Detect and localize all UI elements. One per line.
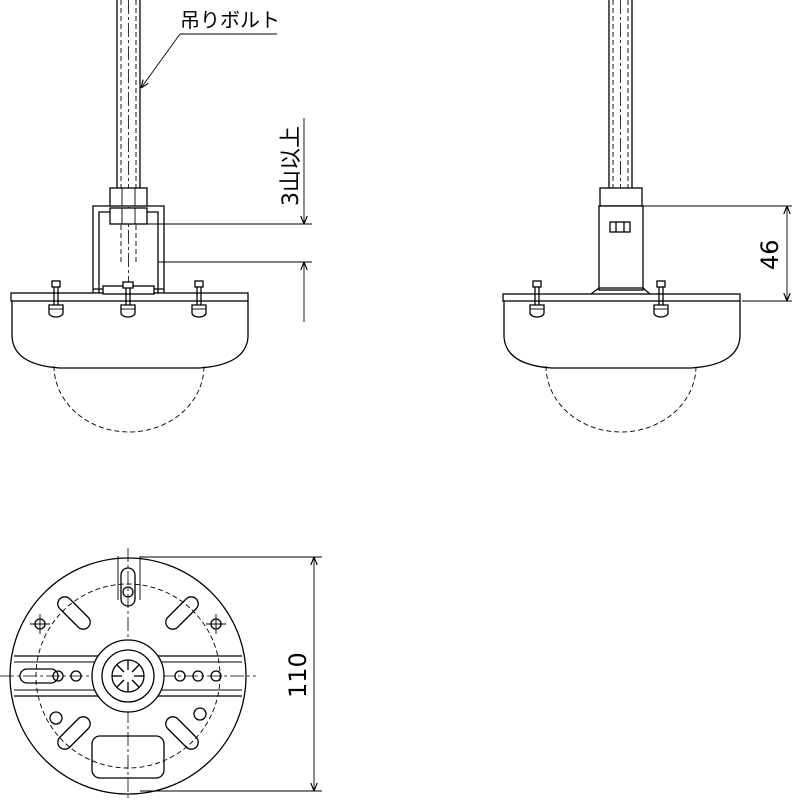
base-plate-right xyxy=(502,293,741,302)
center-spokes xyxy=(112,660,144,692)
camera-dome-right xyxy=(545,365,697,433)
slot-lower-left xyxy=(57,716,91,750)
screw-center xyxy=(120,281,136,318)
hex-nut-upper xyxy=(109,187,148,207)
clearance-label: 3山以上 xyxy=(279,126,304,206)
diameter-dimension: 110 xyxy=(140,556,322,792)
camera-housing-right xyxy=(503,301,741,369)
bracket-slot xyxy=(609,221,631,233)
center-hub-outer xyxy=(91,639,165,713)
label-plate xyxy=(91,735,165,779)
hanging-bolt-right xyxy=(608,0,633,188)
plan-view xyxy=(0,548,256,800)
side-view-profile xyxy=(502,0,741,433)
diameter-dim-label: 110 xyxy=(284,652,312,698)
camera-dome xyxy=(53,365,205,433)
slot-upper-left xyxy=(57,596,91,630)
slot-top xyxy=(120,567,136,607)
slot-left xyxy=(19,668,59,684)
screw-holes xyxy=(30,586,226,725)
slot-lower-right xyxy=(165,716,199,750)
screw-right-1 xyxy=(529,280,545,318)
clearance-dimension: 3山以上 xyxy=(147,118,312,322)
screw-right xyxy=(191,280,207,318)
bolt-callout: 吊りボルト xyxy=(141,8,280,88)
slot-upper-right xyxy=(165,596,199,630)
hex-nut-lower xyxy=(109,207,148,225)
bolt-callout-label: 吊りボルト xyxy=(180,8,280,32)
bracket-right xyxy=(598,205,644,291)
side-view-front xyxy=(10,0,249,433)
camera-housing xyxy=(11,301,249,369)
height-dim-label: 46 xyxy=(756,239,784,270)
hex-nut-right xyxy=(599,187,643,207)
height-dimension: 46 xyxy=(642,205,792,302)
screw-left xyxy=(48,280,64,318)
hanging-bolt xyxy=(116,0,141,300)
screw-right-2 xyxy=(653,280,669,318)
